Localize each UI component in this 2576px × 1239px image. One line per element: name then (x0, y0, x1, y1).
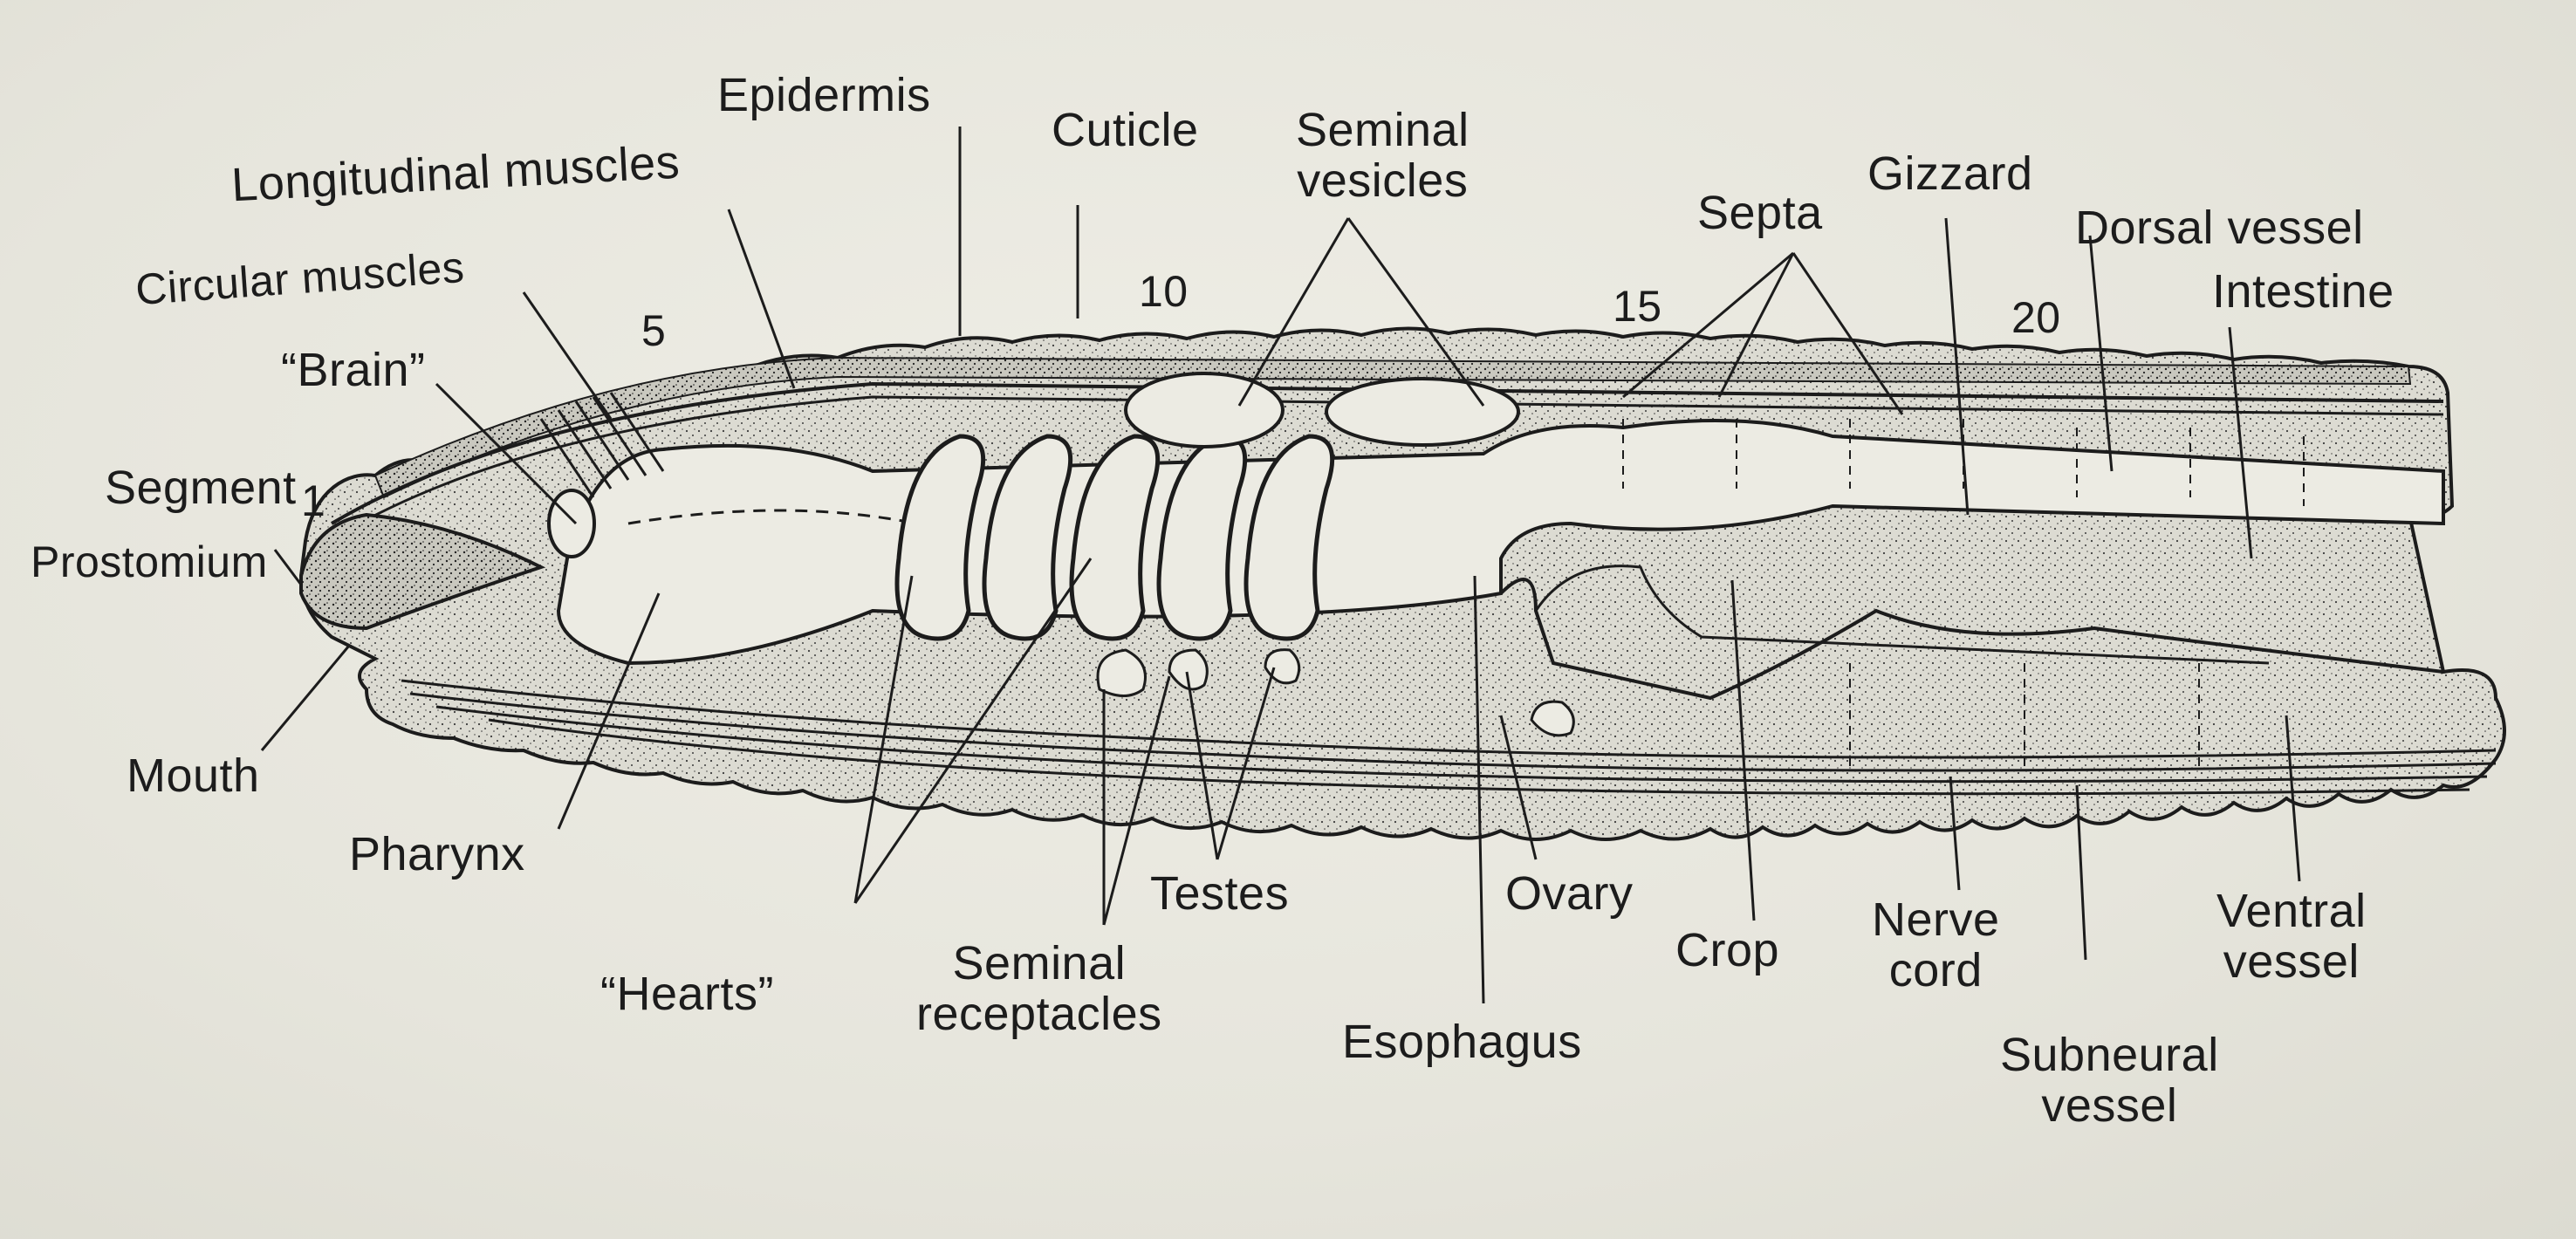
label-subneural-vessel-line1: Subneural (2000, 1029, 2219, 1081)
label-dorsal-vessel: Dorsal vessel (2075, 202, 2364, 254)
leader-lines (260, 127, 2301, 1004)
label-segment: Segment (105, 462, 297, 514)
label-brain: “Brain” (281, 344, 426, 396)
segment-number-15: 15 (1613, 282, 1662, 331)
ventral-vessels (401, 679, 2497, 796)
label-intestine: Intestine (2212, 265, 2394, 318)
label-seminal-vesicles-line2: vesicles (1297, 154, 1469, 207)
label-seminal-receptacles-line1: Seminal (952, 937, 1127, 989)
label-hearts: “Hearts” (600, 968, 775, 1020)
segment-number-10: 10 (1139, 267, 1189, 316)
label-seminal-receptacles-line2: receptacles (916, 988, 1162, 1040)
dorsal-vessel (330, 381, 2444, 525)
label-nerve-cord-line2: cord (1888, 944, 1983, 996)
seminal-vesicles (1124, 372, 1520, 448)
segment-number-1: 1 (301, 476, 326, 525)
label-subneural-vessel-line2: vessel (2041, 1079, 2178, 1132)
label-seminal-vesicles: Seminal vesicles (1296, 105, 1470, 206)
segment-number-20: 20 (2011, 293, 2061, 342)
label-pharynx: Pharynx (349, 828, 525, 880)
label-gizzard: Gizzard (1867, 147, 2033, 200)
epidermis-layer (373, 356, 2412, 499)
label-ventral-vessel-line2: vessel (2223, 935, 2360, 988)
label-subneural-vessel: Subneural vessel (2000, 1030, 2219, 1131)
prostomium (299, 512, 546, 631)
label-epidermis: Epidermis (717, 69, 931, 121)
label-septa: Septa (1697, 187, 1823, 239)
label-ventral-vessel: Ventral vessel (2216, 886, 2367, 987)
label-cuticle: Cuticle (1052, 104, 1199, 156)
septa (1622, 419, 2305, 768)
label-seminal-vesicles-line1: Seminal (1296, 104, 1470, 156)
seminal-receptacle (1096, 648, 1147, 697)
segment-number-5: 5 (641, 306, 667, 355)
label-mouth: Mouth (127, 750, 260, 802)
label-crop: Crop (1675, 924, 1780, 976)
label-nerve-cord: Nerve cord (1872, 894, 2000, 996)
label-prostomium: Prostomium (31, 537, 268, 586)
ovary (1530, 700, 1575, 737)
label-esophagus: Esophagus (1342, 1016, 1582, 1068)
label-ventral-vessel-line1: Ventral (2216, 885, 2367, 937)
label-seminal-receptacles: Seminal receptacles (916, 938, 1162, 1039)
label-nerve-cord-line1: Nerve (1872, 893, 2000, 946)
testis (1168, 648, 1209, 691)
testis (1264, 648, 1301, 685)
brain (547, 489, 596, 558)
label-testes: Testes (1150, 867, 1290, 920)
label-ovary: Ovary (1505, 867, 1634, 920)
hearts (894, 434, 1335, 641)
